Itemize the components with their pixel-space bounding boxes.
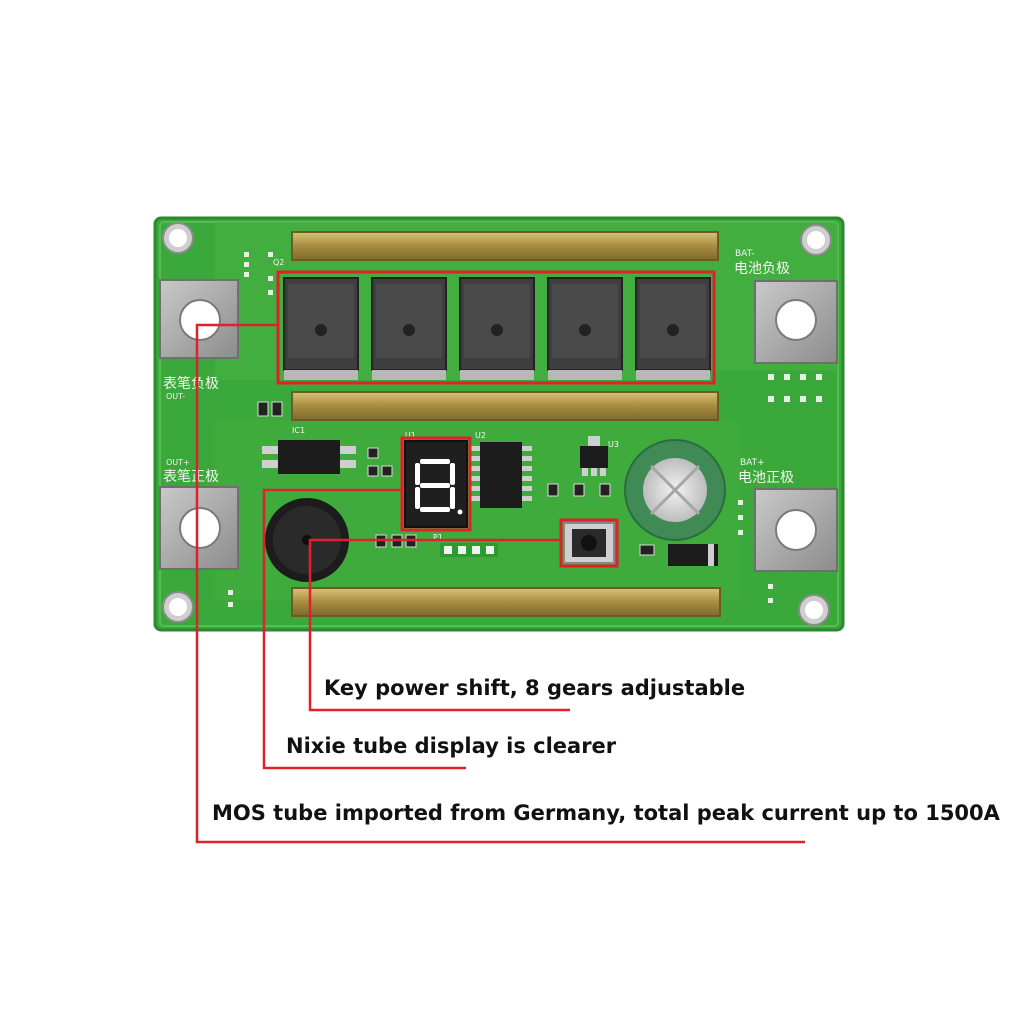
highlight-boxes bbox=[276, 270, 716, 568]
mosfet-1 bbox=[283, 277, 359, 380]
diode bbox=[668, 544, 718, 566]
label-u2: U2 bbox=[475, 431, 486, 440]
label-bat-neg: BAT- bbox=[735, 249, 755, 259]
label-out-neg: OUT- bbox=[166, 392, 185, 401]
silkscreen: Q2 BAT- 电池负极 表笔负极 OUT- OUT+ 表笔正极 BAT+ 电池… bbox=[163, 249, 794, 542]
label-bat-pos-cn: 电池正极 bbox=[738, 470, 794, 486]
label-bat-neg-cn: 电池负极 bbox=[734, 261, 790, 277]
terminal-pad-out-neg bbox=[159, 279, 239, 359]
label-out-pos: OUT+ bbox=[166, 458, 190, 467]
label-q2: Q2 bbox=[273, 258, 284, 267]
mosfet-5 bbox=[635, 277, 711, 380]
mounting-holes bbox=[162, 222, 832, 626]
mosfet-3 bbox=[459, 277, 535, 380]
key-callout-line bbox=[308, 538, 570, 712]
terminal-pad-bat-pos bbox=[754, 488, 838, 572]
label-ic1: IC1 bbox=[292, 426, 305, 435]
label-p1: P1 bbox=[433, 533, 443, 542]
u3-regulator bbox=[580, 436, 608, 476]
terminal-pad-bat-neg bbox=[754, 280, 838, 364]
callout-mos-tube: MOS tube imported from Germany, total pe… bbox=[212, 801, 1000, 825]
smd-components bbox=[228, 252, 822, 607]
terminal-pad-out-pos bbox=[159, 486, 239, 570]
tactile-button bbox=[563, 522, 615, 564]
mosfet-array bbox=[283, 277, 711, 380]
callout-key-power: Key power shift, 8 gears adjustable bbox=[324, 676, 746, 700]
nixie-display: 8 bbox=[404, 440, 468, 528]
label-u1: U1 bbox=[405, 431, 416, 440]
buzzer bbox=[265, 498, 349, 582]
label-bat-pos: BAT+ bbox=[740, 458, 765, 468]
key-highlight-box bbox=[559, 518, 619, 568]
electrolytic-capacitor bbox=[624, 439, 726, 541]
label-out-neg-cn: 表笔负极 bbox=[163, 376, 219, 392]
nixie-highlight-box bbox=[400, 436, 472, 532]
ic1-chip bbox=[262, 440, 356, 474]
mos-callout-line bbox=[195, 323, 805, 844]
mosfet-4 bbox=[547, 277, 623, 380]
nixie-callout-line bbox=[262, 488, 466, 770]
u2-chip bbox=[470, 442, 532, 508]
callout-nixie-display: Nixie tube display is clearer bbox=[286, 734, 617, 758]
header-pins-p1 bbox=[440, 543, 498, 557]
label-out-pos-cn: 表笔正极 bbox=[163, 469, 219, 485]
busbars bbox=[291, 231, 721, 617]
mosfet-2 bbox=[371, 277, 447, 380]
mos-highlight-box bbox=[276, 270, 716, 385]
callout-lines bbox=[195, 323, 805, 844]
display-digit-segments bbox=[415, 459, 463, 515]
label-u3: U3 bbox=[608, 440, 619, 449]
